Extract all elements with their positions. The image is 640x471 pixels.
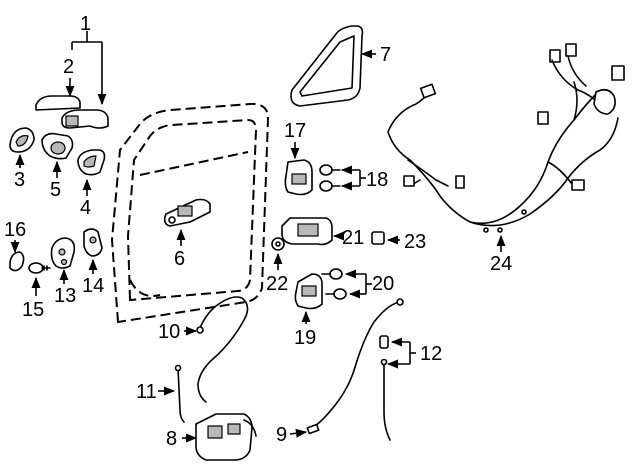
outside-handle-cable-part (196, 296, 249, 403)
callout-23: 23 (404, 231, 426, 253)
callout-12: 12 (420, 343, 442, 365)
inside-handle-part (77, 149, 106, 176)
hinge-bolts-20-part (321, 268, 347, 300)
callout-18: 18 (366, 169, 388, 191)
callout-15: 15 (22, 299, 44, 321)
callout-4: 4 (80, 197, 91, 219)
lower-hinge-part (294, 273, 323, 310)
callout-20: 20 (372, 273, 394, 295)
bracket-part (83, 228, 103, 257)
callout-24: 24 (490, 253, 512, 275)
callout-9: 9 (276, 424, 287, 446)
window-seal-part (290, 25, 364, 107)
callout-10: 10 (158, 321, 180, 343)
lock-cylinder-part (41, 132, 74, 160)
callout-19: 19 (294, 327, 316, 349)
callout-14: 14 (82, 275, 104, 297)
inside-handle-cable-part (306, 298, 404, 435)
nut-22-part (271, 237, 285, 251)
hinge-bolts-18-part (319, 164, 341, 192)
callout-22: 22 (266, 273, 288, 295)
latch-mechanism-part (163, 198, 211, 227)
lock-rod-part (174, 364, 185, 423)
wiring-harness-part (387, 43, 625, 233)
callout-11: 11 (136, 381, 157, 403)
callout-17: 17 (284, 120, 306, 142)
upper-hinge-part (284, 159, 313, 196)
callout-5: 5 (50, 179, 61, 201)
bolt-15-part (28, 262, 51, 274)
door-lock-actuator-part (195, 413, 257, 461)
rod-part-12 (379, 335, 391, 441)
clip-part (9, 251, 25, 272)
callout-6: 6 (174, 248, 185, 270)
callout-3: 3 (14, 169, 25, 191)
callout-13: 13 (54, 285, 76, 307)
handle-cap-part (9, 127, 35, 153)
clip-23-part (371, 231, 385, 245)
door-outline (110, 102, 270, 324)
callout-8: 8 (166, 428, 177, 450)
callout-21: 21 (342, 227, 364, 249)
callout-7: 7 (380, 44, 391, 66)
callout-1: 1 (80, 13, 91, 35)
door-check-part (281, 217, 333, 246)
outside-handle-part (35, 95, 109, 129)
callout-16: 16 (4, 219, 26, 241)
striker-plate-part (50, 237, 76, 269)
callout-2: 2 (63, 56, 74, 78)
